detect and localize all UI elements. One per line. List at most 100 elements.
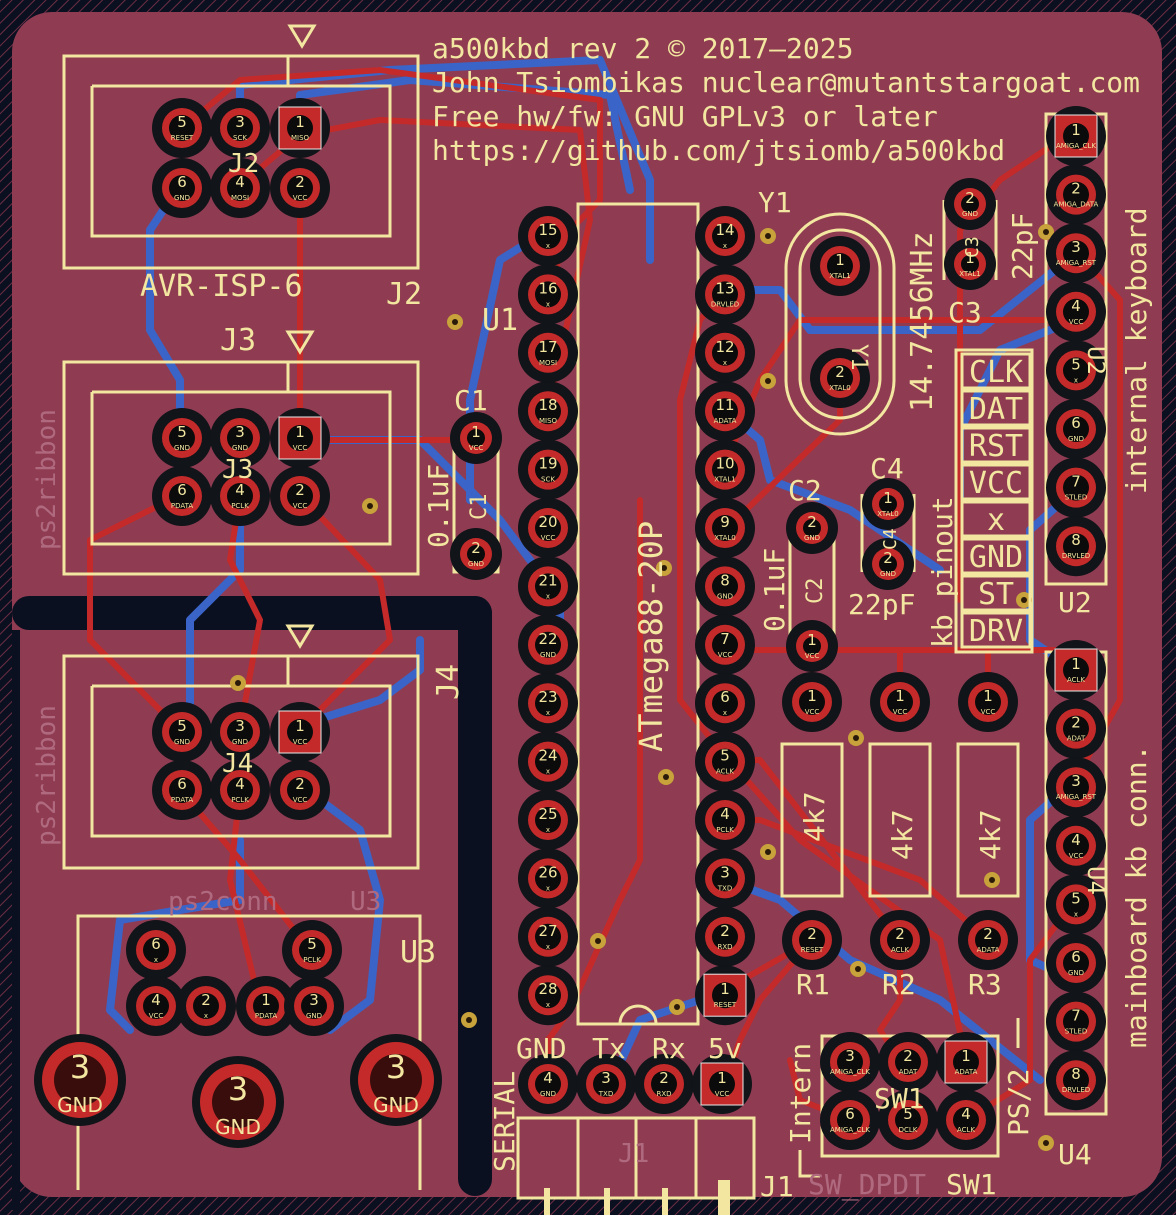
u1-value: ATmega88-20P [632,521,670,752]
j2-pad-4-signal: MOSI [231,194,249,202]
u3-pad-1-signal: PDATA [255,1012,277,1020]
u4-pad-8-signal: DRVLED [1062,1086,1090,1094]
u1-pad-1-number: 1 [720,980,730,998]
j4-ref-center: J4 [222,749,253,779]
kb-pinout-cell [960,537,1032,575]
u1-pad-13-signal: DRVLED [711,300,739,308]
u1-pad-3-number: 3 [720,863,730,881]
r3-pad-2-signal: ADATA [977,946,1000,954]
r1-pad-1-signal: VCC [805,708,820,716]
j2-ref-center: J2 [228,149,259,179]
j4-pad-3-signal: GND [232,738,248,746]
u1-pad-22-signal: GND [540,651,556,659]
u2-pad-5-signal: x [1074,376,1078,384]
u3-pad-2-number: 2 [201,991,211,1009]
y1-pad-2-signal: XTAL0 [829,384,851,392]
u1-pad-24: 24x [518,731,578,792]
u2-pad-7-signal: STLED [1065,494,1087,502]
u1-pad-11-signal: ADATA [714,417,737,425]
u1-pad-26-signal: x [546,884,550,892]
r2-pad-1-number: 1 [895,687,905,705]
y1-body-label: Y1 [846,344,871,371]
header-text: a500kbd rev 2 © 2017–2025 John Tsiombika… [432,32,1140,167]
c2-body-label: C2 [803,578,828,605]
u1-pad-9-number: 9 [720,513,730,531]
j1-pad-4-signal: GND [540,1090,556,1098]
sw1-ref: SW1 [946,1168,997,1201]
y1-pad-2-number: 2 [835,363,845,381]
u2-pad-2-signal: AMIGA_DATA [1054,201,1099,209]
r1-value: 4k7 [798,791,831,842]
u1-pad-19-signal: SCK [541,476,555,484]
c3-pad-2-signal: GND [962,210,978,218]
cutouts [12,596,492,1210]
r3-pad-2-number: 2 [983,925,993,943]
u1-pad-28-signal: x [546,1001,550,1009]
u2-pad-4-signal: VCC [1069,318,1084,326]
u1-pad-4-signal: PCLK [716,826,734,834]
c2-pad-1-signal: VCC [805,652,820,660]
j2-pad-3-number: 3 [235,113,245,131]
u1-pad-6: 6x [695,673,755,734]
j4-pad-2-signal: VCC [293,796,308,804]
u4-pad-5-number: 5 [1071,889,1081,907]
u1-pad-27-number: 27 [538,922,557,940]
u4-ref: U4 [1058,1138,1092,1171]
u3-pad-6: 6x [126,920,186,980]
c4-body-label: C4 [880,528,901,550]
u4-pad-3-number: 3 [1071,772,1081,790]
u3-pad-6-number: 6 [151,935,161,953]
r1-pad-1-number: 1 [807,687,817,705]
u1-pad-28: 28x [518,965,578,1026]
u3-mount-number: 3 [70,1048,90,1086]
u2-pad-6-signal: GND [1068,435,1084,443]
u1-pad-7-number: 7 [720,630,730,648]
y1-freq: 14.7456MHz [905,231,940,412]
j4-pad-3-number: 3 [235,717,245,735]
u1-pad-19-number: 19 [538,455,557,473]
r3-pad-1-number: 1 [983,687,993,705]
r2-pad-2-signal: ACLK [891,946,909,954]
j3-pad-2-number: 2 [295,481,305,499]
kb-pinout-row-4: VCC [969,466,1023,501]
u1-pad-25: 25x [518,790,578,850]
kb-pinout-row-2: DAT [969,392,1023,427]
j2-value: AVR-ISP-6 [140,269,303,304]
silkscreen-outlines [62,54,1108,1200]
kb-pinout-cell [960,352,1032,390]
u3-mount-signal: GND [57,1093,103,1117]
sw1-pad-6-signal: AMIGA_CLK [830,1126,870,1134]
j2-pad-2-signal: VCC [293,194,308,202]
j4-pad-5-signal: GND [174,738,190,746]
c2-value: 0.1uF [758,548,791,632]
j1-pad-2-number: 2 [659,1069,669,1087]
c4-pad-1-number: 1 [883,489,893,507]
u2-pad-5-number: 5 [1071,355,1081,373]
u4-pad-7-number: 7 [1071,1007,1081,1025]
j1-pad-3-number: 3 [601,1069,611,1087]
c1-pad-1-number: 1 [471,423,481,441]
u1-pad-8-signal: GND [717,592,733,600]
c3-pad-1-signal: XTAL1 [959,270,981,278]
